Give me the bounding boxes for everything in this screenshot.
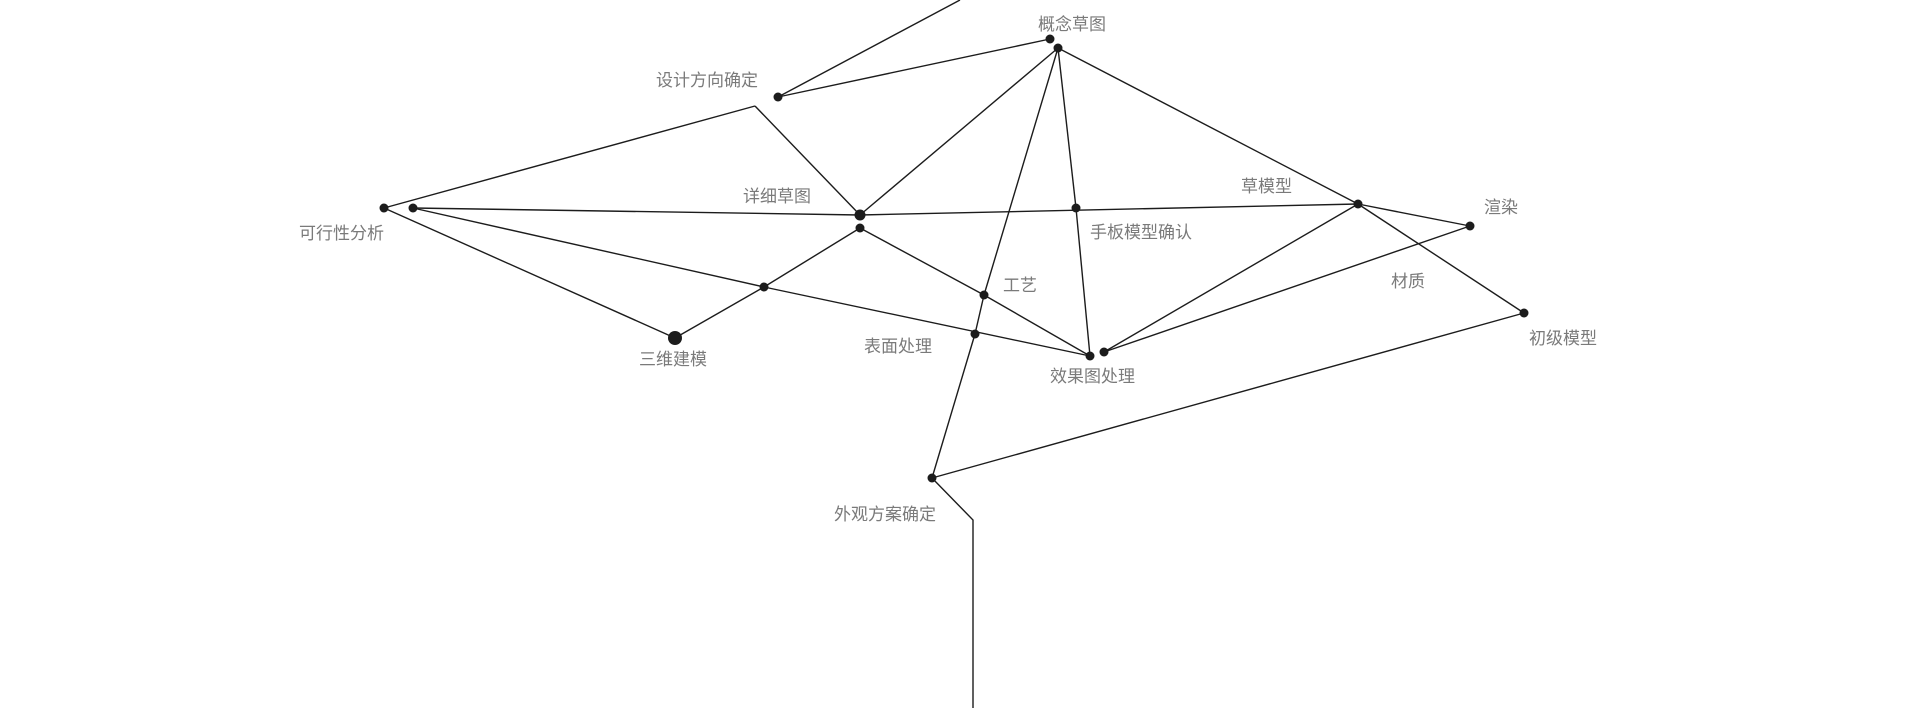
edge-concept-to-rough-model xyxy=(1057,47,1359,205)
node-appearance-final xyxy=(927,473,937,483)
edge-feasibility-to-corner xyxy=(383,105,756,209)
node-concept-sketch-b xyxy=(1053,43,1063,53)
label-initial-model: 初级模型 xyxy=(1529,329,1597,349)
edge-surface-to-appearance xyxy=(931,333,976,479)
node-initial-model xyxy=(1519,308,1529,318)
label-effect-image: 效果图处理 xyxy=(1050,367,1135,387)
label-appearance-final: 外观方案确定 xyxy=(834,505,936,525)
node-feasibility-b xyxy=(408,203,418,213)
edge-rough-to-initial-model xyxy=(1357,203,1525,314)
edge-feasibility-to-3d xyxy=(383,207,676,339)
node-render xyxy=(1465,221,1475,231)
edge-mid-to-detail xyxy=(763,227,861,288)
edges xyxy=(383,0,1525,708)
node-mid xyxy=(759,282,769,292)
label-concept-sketch: 概念草图 xyxy=(1038,15,1106,35)
node-3d-model xyxy=(668,331,682,345)
node-feasibility-a xyxy=(379,203,389,213)
node-concept-sketch-a xyxy=(1045,34,1055,44)
edge-corner-to-detail-sketch xyxy=(754,105,861,216)
edge-concept-to-craft xyxy=(983,47,1059,296)
node-handmade-model xyxy=(1071,203,1081,213)
label-render: 渲染 xyxy=(1484,198,1518,218)
label-surface: 表面处理 xyxy=(864,337,932,357)
label-design-direction: 设计方向确定 xyxy=(656,71,758,91)
nodes xyxy=(379,34,1529,483)
node-craft xyxy=(979,290,989,300)
edge-rough-to-render xyxy=(1357,203,1471,227)
node-design-direction xyxy=(773,92,783,102)
edge-3d-to-mid xyxy=(674,286,765,339)
edge-initial-to-appearance xyxy=(931,312,1525,479)
node-effect-b xyxy=(1099,347,1109,357)
label-rough-model: 草模型 xyxy=(1241,177,1292,197)
label-feasibility: 可行性分析 xyxy=(299,224,384,244)
node-surface xyxy=(970,329,980,339)
edge-top-to-design-direction xyxy=(777,0,961,98)
node-effect-a xyxy=(1085,351,1095,361)
edge-detail-to-rough-model xyxy=(859,203,1359,216)
node-detail-sketch-b xyxy=(855,223,865,233)
edge-rough-to-effect xyxy=(1103,203,1359,353)
label-material: 材质 xyxy=(1391,272,1425,292)
edge-craft-to-surface xyxy=(974,294,985,335)
edge-mid-to-effect xyxy=(763,286,1091,357)
label-detail-sketch: 详细草图 xyxy=(743,187,811,207)
edge-render-to-effect xyxy=(1103,225,1471,353)
edge-craft-to-effect xyxy=(983,294,1091,357)
label-craft: 工艺 xyxy=(1003,276,1037,296)
edge-concept-to-handmade xyxy=(1057,47,1077,209)
edge-feasibility2-to-mid xyxy=(412,207,765,288)
edge-concept-to-detail xyxy=(859,47,1059,216)
label-handmade-model: 手板模型确认 xyxy=(1090,223,1192,243)
node-detail-sketch-a xyxy=(854,209,866,221)
edge-design-direction-to-concept xyxy=(777,38,1051,98)
edge-handmade-to-effect xyxy=(1075,207,1091,357)
edge-appearance-down xyxy=(931,477,974,708)
label-3d-model: 三维建模 xyxy=(639,350,707,370)
edge-feasibility2-to-detail xyxy=(412,207,861,216)
node-rough-model xyxy=(1353,199,1363,209)
edge-detail-to-craft xyxy=(859,227,985,296)
